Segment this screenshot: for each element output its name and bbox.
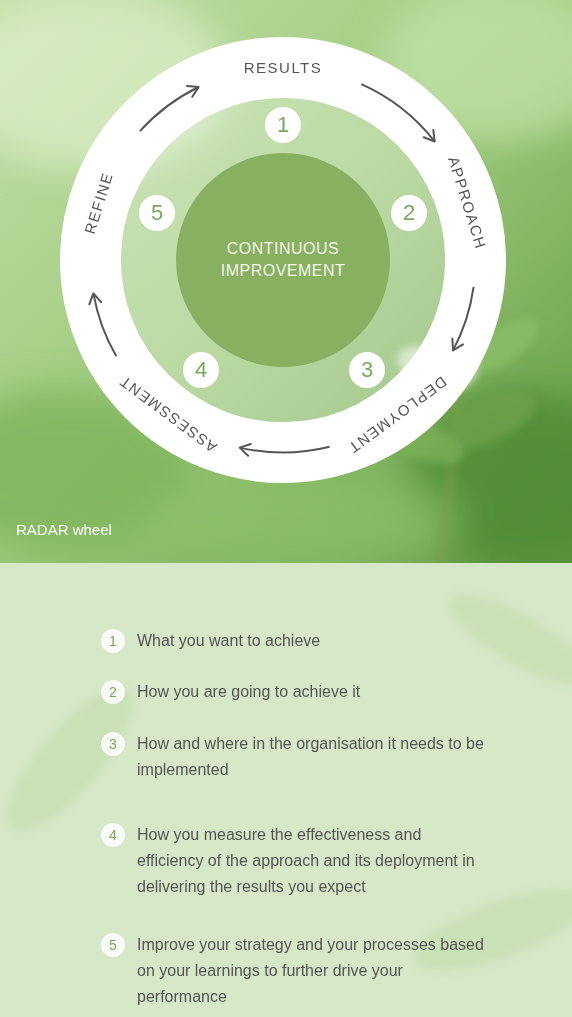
stage-name: RESULTS: [244, 59, 323, 77]
caption: RADAR wheel: [16, 521, 112, 538]
arrow-head: [187, 86, 199, 97]
callout-number: 1: [101, 629, 125, 653]
arrow-head: [240, 444, 251, 456]
callout-number: 3: [101, 732, 125, 756]
step-description: How you are going to achieve it: [137, 679, 489, 705]
callout-number: 4: [183, 352, 219, 388]
callout-number: 3: [349, 352, 385, 388]
panel-leaves: [0, 579, 572, 987]
arrow-head: [424, 130, 435, 142]
step-description: How and where in the organisation it nee…: [137, 731, 489, 783]
photo-blur: [0, 0, 572, 570]
cycle-arrow: [453, 287, 474, 351]
cycle-arrow: [140, 87, 199, 131]
callout-number: 5: [101, 933, 125, 957]
callout-number: 2: [391, 195, 427, 231]
arrow-head: [452, 339, 463, 351]
cycle-arrow: [240, 447, 330, 453]
center-circle: CONTINUOUS IMPROVEMENT: [176, 153, 390, 367]
callout-number: 5: [139, 195, 175, 231]
step-description: Improve your strategy and your processes…: [137, 932, 489, 1010]
callout-number: 4: [101, 823, 125, 847]
arrow-head: [89, 293, 101, 304]
cycle-arrow: [93, 293, 116, 356]
step-description: What you want to achieve: [137, 628, 489, 654]
callout-number: 2: [101, 680, 125, 704]
cycle-arrow: [361, 84, 434, 141]
node-title: CONTINUOUS IMPROVEMENT: [213, 238, 353, 282]
wheel-inner: [121, 98, 445, 422]
step-description: How you measure the effectiveness and ef…: [137, 822, 489, 900]
callout-number: 1: [265, 107, 301, 143]
